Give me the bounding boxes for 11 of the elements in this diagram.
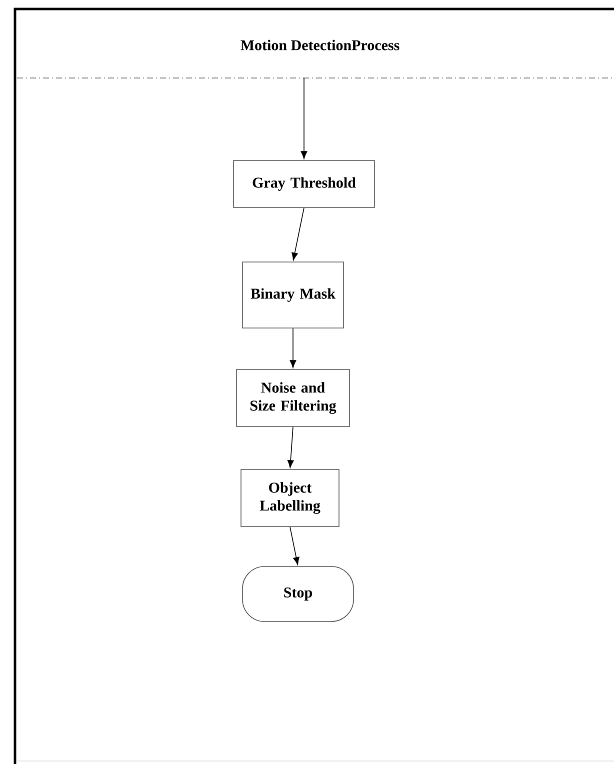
arrow [292, 208, 304, 260]
arrow [290, 526, 300, 565]
arrow [287, 426, 294, 468]
lane-title: Motion DetectionProcess [240, 40, 400, 50]
process-box: Gray Threshold [233, 160, 375, 208]
process-box: Binary Mask [242, 262, 344, 328]
process-box: Object Labelling [240, 469, 340, 527]
terminator: Stop [242, 566, 354, 622]
arrow [300, 78, 308, 159]
process-box: Noise and Size Filtering [236, 369, 350, 427]
arrow [290, 328, 296, 368]
